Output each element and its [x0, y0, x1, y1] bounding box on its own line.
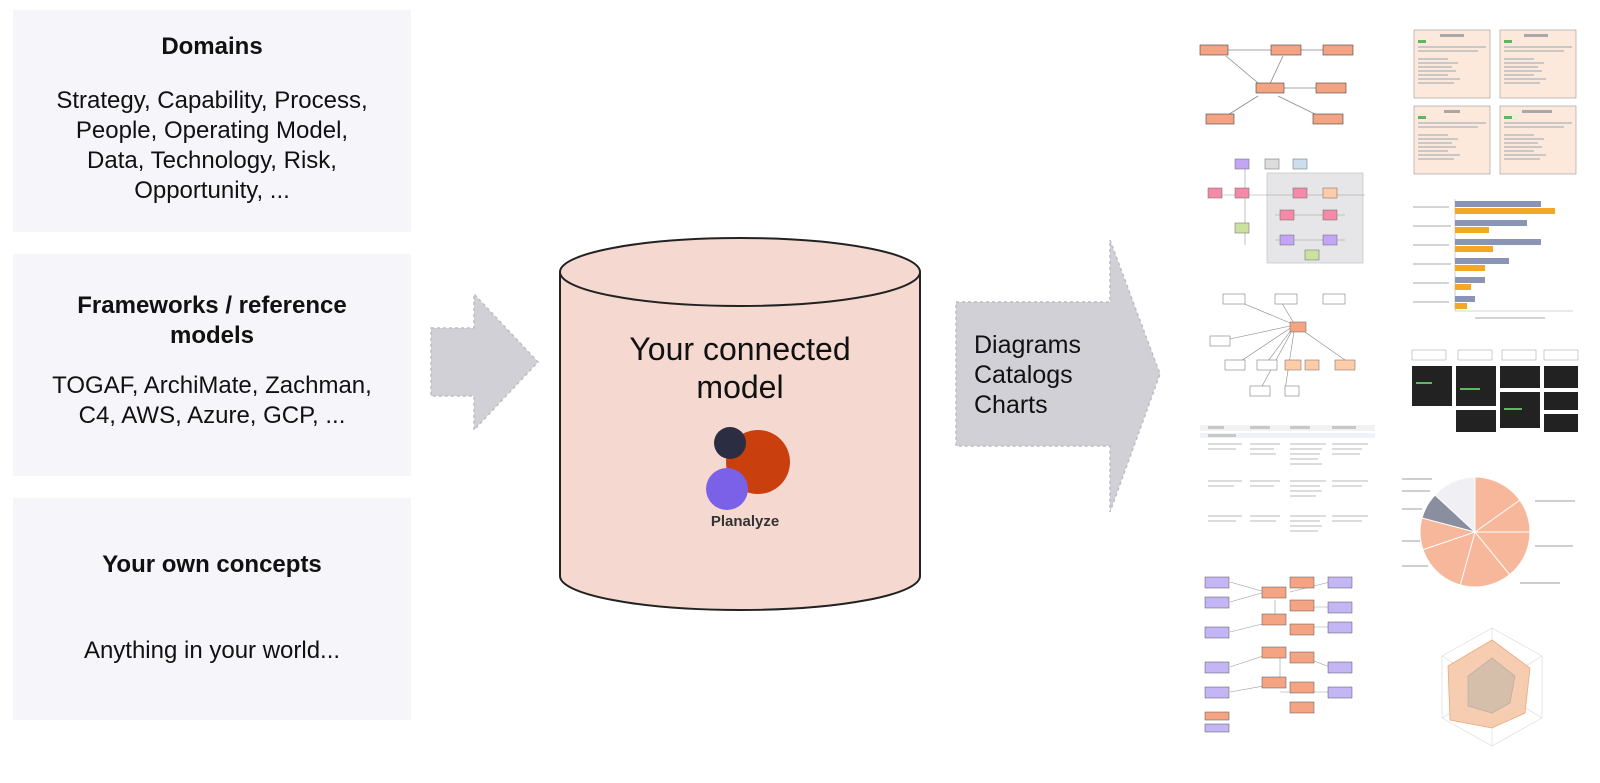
diagram-thumbnail-2 [1205, 155, 1370, 270]
diagram-thumbnail-4 [1200, 572, 1370, 737]
model-cylinder [559, 237, 921, 611]
cards-thumbnail [1410, 348, 1580, 438]
output-arrow [955, 239, 1161, 513]
model-label-line: Your connected [629, 331, 851, 367]
model-label: Your connected model [560, 330, 920, 406]
pie-chart-thumbnail [1400, 470, 1580, 595]
frameworks-line: TOGAF, ArchiMate, Zachman, [52, 372, 372, 399]
model-label-line: model [696, 369, 784, 405]
frameworks-title: Frameworks / reference models [13, 254, 411, 351]
frameworks-text: TOGAF, ArchiMate, Zachman, C4, AWS, Azur… [13, 351, 411, 431]
concepts-box: Your own concepts Anything in your world… [13, 498, 411, 720]
outputs-list: Diagrams Catalogs Charts [974, 330, 1081, 420]
brand-name: Planalyze [710, 513, 780, 530]
catalog-thumbnail [1200, 425, 1375, 545]
output-charts: Charts [974, 391, 1048, 419]
concepts-title: Your own concepts [102, 551, 322, 578]
concepts-text: Anything in your world... [13, 580, 411, 666]
domains-line: Data, Technology, Risk, [87, 147, 337, 174]
catalog-cards-thumbnail [1412, 28, 1580, 178]
output-catalogs: Catalogs [974, 361, 1073, 389]
domains-text: Strategy, Capability, Process, People, O… [13, 62, 411, 206]
frameworks-title-line: Frameworks / reference [77, 292, 347, 319]
output-diagrams: Diagrams [974, 331, 1081, 359]
frameworks-box: Frameworks / reference models TOGAF, Arc… [13, 254, 411, 476]
domains-line: Strategy, Capability, Process, [56, 87, 368, 114]
bar-chart-thumbnail [1405, 195, 1580, 325]
frameworks-line: C4, AWS, Azure, GCP, ... [78, 402, 346, 429]
diagram-thumbnail-3 [1205, 290, 1370, 405]
radar-chart-thumbnail [1410, 618, 1575, 758]
input-arrow [430, 292, 540, 432]
concepts-line: Anything in your world... [83, 637, 341, 664]
domains-box: Domains Strategy, Capability, Process, P… [13, 10, 411, 232]
domains-line: Opportunity, ... [134, 177, 290, 204]
domains-title: Domains [161, 33, 263, 60]
frameworks-title-line: models [169, 322, 255, 349]
domains-line: People, Operating Model, [75, 117, 349, 144]
diagram-thumbnail-1 [1198, 18, 1373, 133]
planalyze-logo-icon [706, 427, 790, 510]
